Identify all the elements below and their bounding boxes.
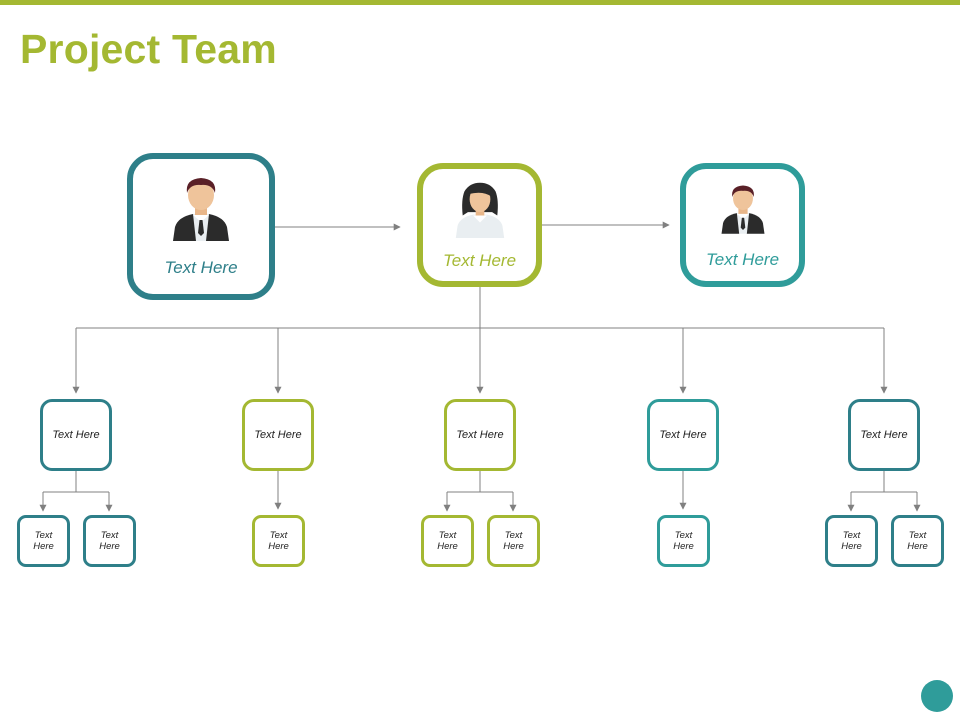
member-card: Text Here bbox=[825, 515, 878, 567]
lead-card: Text Here bbox=[680, 163, 805, 287]
member-label: Text Here bbox=[907, 530, 928, 552]
member-label: Text Here bbox=[437, 530, 458, 552]
member-card: Text Here bbox=[17, 515, 70, 567]
lead-label: Text Here bbox=[442, 251, 517, 270]
female-person-icon bbox=[455, 182, 504, 238]
member-card: Text Here bbox=[657, 515, 710, 567]
member-label: Text Here bbox=[841, 530, 862, 552]
corner-dot bbox=[921, 680, 953, 712]
team-card: Text Here bbox=[848, 399, 920, 471]
team-label: Text Here bbox=[456, 429, 504, 441]
lead-label: Text Here bbox=[164, 258, 238, 277]
team-card: Text Here bbox=[242, 399, 314, 471]
member-label: Text Here bbox=[268, 530, 289, 552]
male-person-icon bbox=[721, 185, 764, 234]
page-title: Project Team bbox=[20, 26, 277, 72]
member-card: Text Here bbox=[487, 515, 540, 567]
team-card: Text Here bbox=[647, 399, 719, 471]
member-label: Text Here bbox=[99, 530, 120, 552]
team-card: Text Here bbox=[40, 399, 112, 471]
team-label: Text Here bbox=[659, 429, 707, 441]
member-card: Text Here bbox=[83, 515, 136, 567]
member-label: Text Here bbox=[503, 530, 524, 552]
team-label: Text Here bbox=[254, 429, 302, 441]
lead-label: Text Here bbox=[705, 250, 780, 269]
top-accent-bar bbox=[0, 0, 960, 5]
lead-card: Text Here bbox=[127, 153, 275, 300]
team-label: Text Here bbox=[860, 429, 908, 441]
male-person-icon bbox=[173, 178, 229, 241]
team-card: Text Here bbox=[444, 399, 516, 471]
lead-card: Text Here bbox=[417, 163, 542, 287]
member-card: Text Here bbox=[421, 515, 474, 567]
member-label: Text Here bbox=[673, 530, 694, 552]
member-card: Text Here bbox=[252, 515, 305, 567]
member-label: Text Here bbox=[33, 530, 54, 552]
member-card: Text Here bbox=[891, 515, 944, 567]
team-label: Text Here bbox=[52, 429, 100, 441]
